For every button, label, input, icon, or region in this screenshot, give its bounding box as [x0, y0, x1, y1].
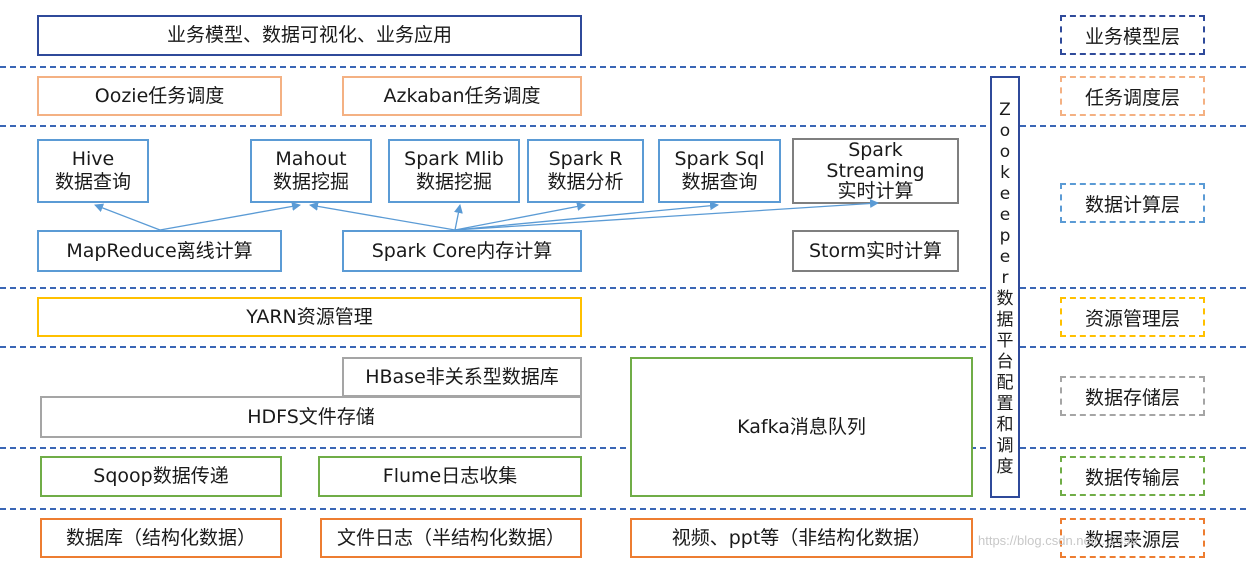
flume-box: Flume日志收集: [318, 456, 582, 497]
watermark: https://blog.csdn.net/...2399: [978, 533, 1138, 548]
sqoop-label: Sqoop数据传递: [93, 465, 229, 488]
zookeeper-char: e: [999, 184, 1011, 204]
zookeeper-char: e: [999, 247, 1011, 267]
zookeeper-char: 据: [996, 310, 1014, 330]
hdfs-box: HDFS文件存储: [40, 396, 582, 438]
zookeeper-char: e: [999, 205, 1011, 225]
spark-r-box: Spark R 数据分析: [527, 139, 644, 203]
azkaban-label: Azkaban任务调度: [383, 84, 541, 107]
kafka-box: Kafka消息队列: [630, 357, 973, 497]
arrow-mr-hive: [94, 203, 161, 231]
video-source-label: 视频、ppt等（非结构化数据）: [671, 526, 932, 549]
hbase-label: HBase非关系型数据库: [365, 365, 559, 388]
layer-label-source: 数据来源层: [1060, 518, 1205, 558]
layer-label-transfer: 数据传输层: [1060, 456, 1205, 496]
hive-label: Hive 数据查询: [54, 148, 131, 193]
flume-label: Flume日志收集: [382, 465, 518, 488]
arrow-core-mlib: [454, 204, 463, 231]
storm-label: Storm实时计算: [808, 239, 943, 262]
mahout-label: Mahout 数据挖掘: [272, 148, 349, 193]
layer-label-text: 任务调度层: [1084, 86, 1180, 109]
hbase-box: HBase非关系型数据库: [342, 357, 582, 397]
zookeeper-char: Z: [999, 100, 1011, 120]
spark-mlib-box: Spark Mlib 数据挖掘: [388, 139, 520, 203]
zookeeper-char: p: [999, 226, 1011, 246]
zookeeper-char: r: [1001, 268, 1009, 288]
oozie-box: Oozie任务调度: [37, 76, 282, 116]
arrow-core-r: [454, 202, 586, 231]
zookeeper-char: 数: [996, 289, 1014, 309]
spark-streaming-label: Spark Streaming 实时计算: [826, 138, 925, 203]
business-app-box: 业务模型、数据可视化、业务应用: [37, 15, 582, 56]
yarn-label: YARN资源管理: [246, 305, 373, 328]
layer-separator: [0, 66, 1246, 68]
zookeeper-char: 和: [996, 415, 1014, 435]
arrow-mr-mahout: [159, 201, 301, 231]
arrow-core-sql: [454, 201, 719, 231]
spark-sql-box: Spark Sql 数据查询: [658, 139, 781, 203]
arrow-core-mahout: [309, 201, 456, 231]
zookeeper-char: 台: [996, 352, 1014, 372]
arrow-core-streaming: [454, 199, 879, 231]
spark-core-box: Spark Core内存计算: [342, 230, 582, 272]
layer-label-resource: 资源管理层: [1060, 297, 1205, 337]
spark-streaming-box: Spark Streaming 实时计算: [792, 138, 959, 204]
log-source-box: 文件日志（半结构化数据）: [320, 518, 582, 558]
log-source-label: 文件日志（半结构化数据）: [336, 526, 565, 549]
oozie-label: Oozie任务调度: [94, 84, 225, 107]
layer-label-business: 业务模型层: [1060, 15, 1205, 55]
mapreduce-box: MapReduce离线计算: [37, 230, 282, 272]
storm-box: Storm实时计算: [792, 230, 959, 272]
hive-box: Hive 数据查询: [37, 139, 149, 203]
mahout-box: Mahout 数据挖掘: [250, 139, 372, 203]
video-source-box: 视频、ppt等（非结构化数据）: [630, 518, 973, 558]
zookeeper-char: 置: [996, 394, 1014, 414]
zookeeper-char: o: [999, 121, 1011, 141]
mapreduce-label: MapReduce离线计算: [66, 239, 253, 262]
azkaban-box: Azkaban任务调度: [342, 76, 582, 116]
sqoop-box: Sqoop数据传递: [40, 456, 282, 497]
zookeeper-char: 调: [996, 436, 1014, 456]
layer-label-storage: 数据存储层: [1060, 376, 1205, 416]
kafka-label: Kafka消息队列: [737, 415, 866, 438]
layer-label-compute: 数据计算层: [1060, 183, 1205, 223]
database-source-label: 数据库（结构化数据）: [65, 526, 256, 549]
zookeeper-char: k: [1000, 163, 1010, 183]
spark-r-label: Spark R 数据分析: [547, 148, 624, 193]
layer-separator: [0, 346, 1246, 348]
database-source-box: 数据库（结构化数据）: [40, 518, 282, 558]
zookeeper-char: 平: [996, 331, 1014, 351]
spark-mlib-label: Spark Mlib 数据挖掘: [404, 148, 504, 193]
layer-separator: [0, 508, 1246, 510]
layer-label-text: 数据计算层: [1084, 193, 1180, 216]
zookeeper-char: o: [999, 142, 1011, 162]
layer-label-text: 资源管理层: [1084, 307, 1180, 330]
zookeeper-char: 配: [996, 373, 1014, 393]
layer-label-scheduling: 任务调度层: [1060, 76, 1205, 116]
spark-core-label: Spark Core内存计算: [371, 239, 553, 262]
yarn-box: YARN资源管理: [37, 297, 582, 337]
layer-label-text: 数据传输层: [1084, 466, 1180, 489]
zookeeper-box: Z o o k e e p e r 数 据 平 台 配 置 和 调 度: [990, 76, 1020, 498]
layer-label-text: 业务模型层: [1084, 25, 1180, 48]
layer-label-text: 数据存储层: [1084, 386, 1180, 409]
layer-separator: [0, 125, 1246, 127]
layer-separator: [0, 287, 1246, 289]
layer-separator: [0, 447, 1246, 449]
hdfs-label: HDFS文件存储: [247, 405, 375, 428]
business-app-label: 业务模型、数据可视化、业务应用: [166, 24, 452, 47]
layer-label-text: 数据来源层: [1084, 528, 1180, 551]
zookeeper-char: 度: [996, 457, 1014, 477]
spark-sql-label: Spark Sql 数据查询: [674, 148, 765, 193]
